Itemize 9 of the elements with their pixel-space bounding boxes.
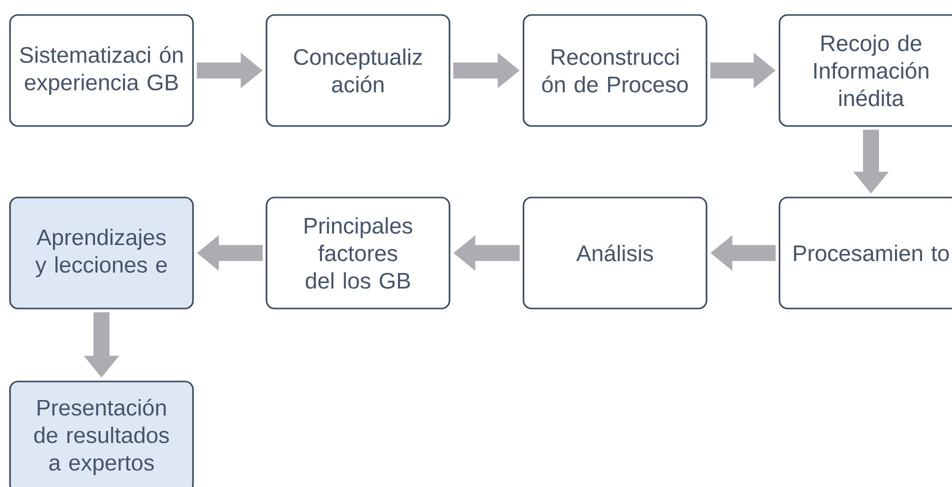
process-box: Análisis <box>522 196 708 310</box>
process-box: Recojo de Información inédita <box>778 14 952 127</box>
process-box: Presentación de resultados a expertos <box>9 380 194 487</box>
process-box: Reconstrucci ón de Proceso <box>522 14 708 127</box>
process-box: Conceptualiz ación <box>266 14 450 127</box>
process-box: Sistematizaci ón experiencia GB <box>9 14 194 127</box>
process-box: Aprendizajes y lecciones e <box>9 196 194 310</box>
process-box: Principales factores del los GB <box>266 196 450 310</box>
process-box: Procesamien to <box>778 196 952 310</box>
